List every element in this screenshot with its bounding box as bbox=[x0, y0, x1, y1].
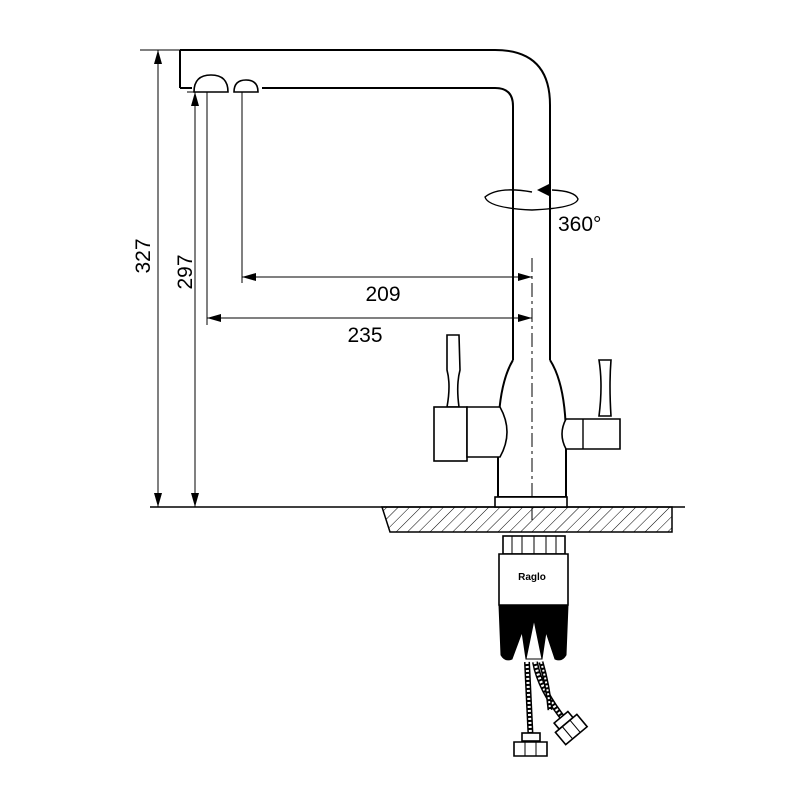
rotation-indicator: 360° bbox=[484, 184, 601, 236]
countertop bbox=[150, 506, 685, 533]
brand-logo: Raglo bbox=[518, 572, 546, 583]
dimension-height-total: 327 bbox=[132, 49, 180, 507]
right-handle bbox=[561, 359, 621, 450]
dimension-reach-outer: 235 bbox=[206, 92, 532, 347]
dimension-reach-inner: 209 bbox=[241, 92, 532, 306]
under-counter-filter: Raglo bbox=[498, 535, 569, 661]
dimension-327-label: 327 bbox=[132, 238, 155, 273]
rotation-label: 360° bbox=[558, 213, 601, 236]
dimension-297-label: 297 bbox=[174, 254, 197, 289]
supply-hoses bbox=[513, 661, 589, 757]
faucet-spout bbox=[179, 49, 551, 520]
dimension-height-spout: 297 bbox=[174, 91, 204, 507]
left-handle bbox=[433, 334, 508, 462]
faucet-body bbox=[494, 359, 568, 508]
dimension-209-label: 209 bbox=[365, 283, 400, 306]
dimension-235-label: 235 bbox=[347, 324, 382, 347]
